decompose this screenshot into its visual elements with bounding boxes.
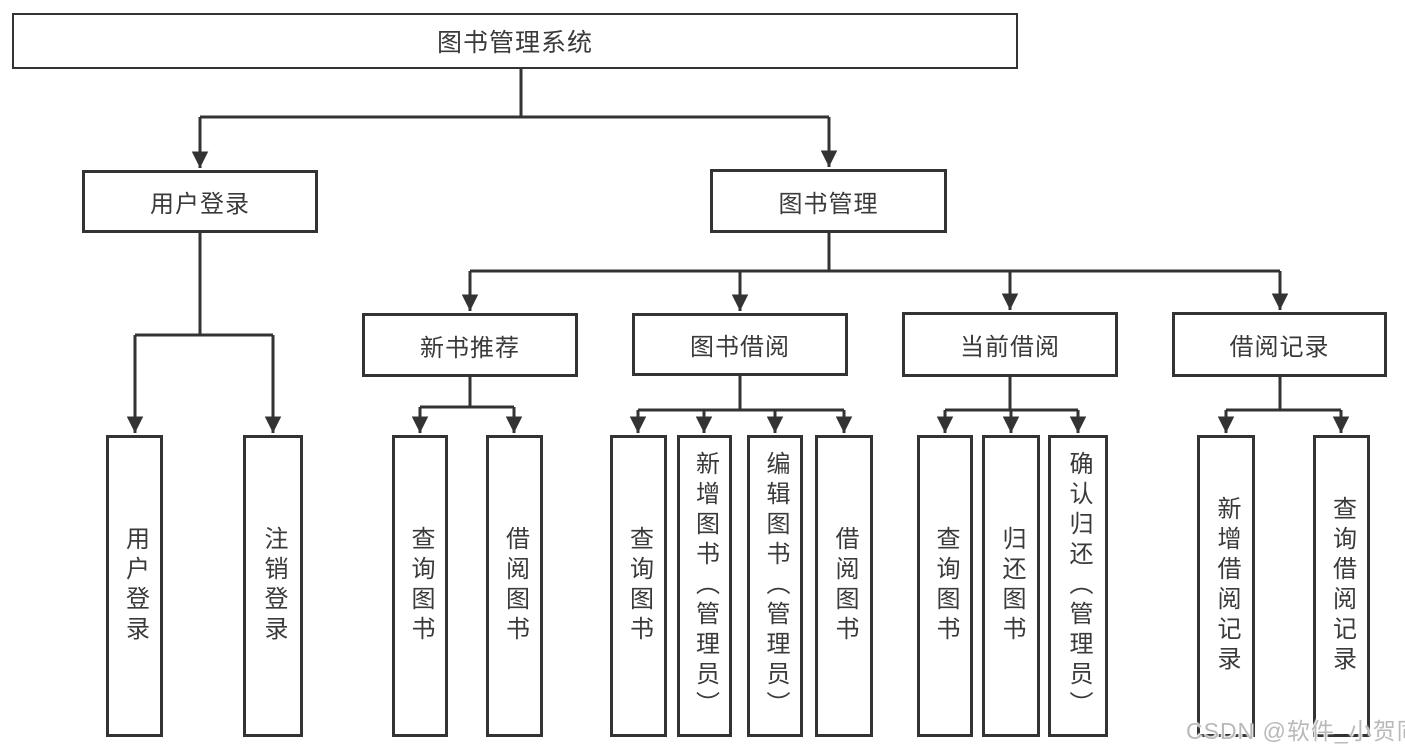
node-current-borrow: 当前借阅 bbox=[902, 312, 1118, 377]
node-user-login-branch: 用户登录 bbox=[82, 170, 318, 233]
node-borrow-records: 借阅记录 bbox=[1172, 312, 1387, 377]
leaf-user-login: 用户登录 bbox=[106, 435, 163, 737]
leaf-label: 归还图书 bbox=[998, 526, 1025, 646]
leaf-edit-books-admin: 编辑图书（管理员） bbox=[747, 435, 803, 737]
leaf-label: 查询图书 bbox=[932, 526, 959, 646]
leaf-label: 注销登录 bbox=[260, 526, 287, 646]
node-root: 图书管理系统 bbox=[12, 13, 1018, 69]
node-label: 图书借阅 bbox=[690, 334, 790, 361]
node-book-management: 图书管理 bbox=[710, 169, 947, 233]
leaf-query-books-recommend: 查询图书 bbox=[392, 435, 448, 737]
node-new-book-recommend: 新书推荐 bbox=[362, 313, 578, 377]
node-label: 图书管理 bbox=[778, 190, 879, 218]
leaf-label: 确认归还（管理员） bbox=[1065, 451, 1092, 721]
leaf-borrow-books-recommend: 借阅图书 bbox=[486, 435, 543, 737]
leaf-add-borrow-record: 新增借阅记录 bbox=[1197, 435, 1255, 737]
leaf-label: 借阅图书 bbox=[831, 526, 858, 646]
leaf-label: 新增借阅记录 bbox=[1213, 496, 1240, 676]
leaf-label: 借阅图书 bbox=[501, 526, 529, 646]
leaf-return-books: 归还图书 bbox=[982, 435, 1040, 737]
node-root-label: 图书管理系统 bbox=[436, 29, 593, 57]
leaf-label: 用户登录 bbox=[121, 526, 149, 646]
leaf-query-books-borrow: 查询图书 bbox=[610, 435, 667, 737]
leaf-label: 查询图书 bbox=[625, 526, 653, 646]
node-label: 新书推荐 bbox=[420, 334, 520, 362]
node-label: 用户登录 bbox=[150, 191, 250, 218]
leaf-query-borrow-record: 查询借阅记录 bbox=[1313, 435, 1370, 737]
node-label: 当前借阅 bbox=[960, 334, 1060, 361]
leaf-label: 编辑图书（管理员） bbox=[762, 451, 789, 721]
leaf-label: 新增图书（管理员） bbox=[691, 451, 719, 721]
leaf-query-books-current: 查询图书 bbox=[917, 435, 973, 737]
leaf-logout: 注销登录 bbox=[243, 435, 303, 737]
node-label: 借阅记录 bbox=[1229, 334, 1330, 361]
leaf-label: 查询图书 bbox=[407, 526, 434, 646]
leaf-label: 查询借阅记录 bbox=[1328, 496, 1356, 676]
leaf-confirm-return-admin: 确认归还（管理员） bbox=[1048, 435, 1108, 737]
node-book-borrow: 图书借阅 bbox=[632, 313, 848, 376]
watermark: CSDN @软件_小贺同学 bbox=[1186, 718, 1405, 744]
leaf-add-books-admin: 新增图书（管理员） bbox=[677, 435, 732, 737]
leaf-borrow-books: 借阅图书 bbox=[815, 435, 873, 737]
